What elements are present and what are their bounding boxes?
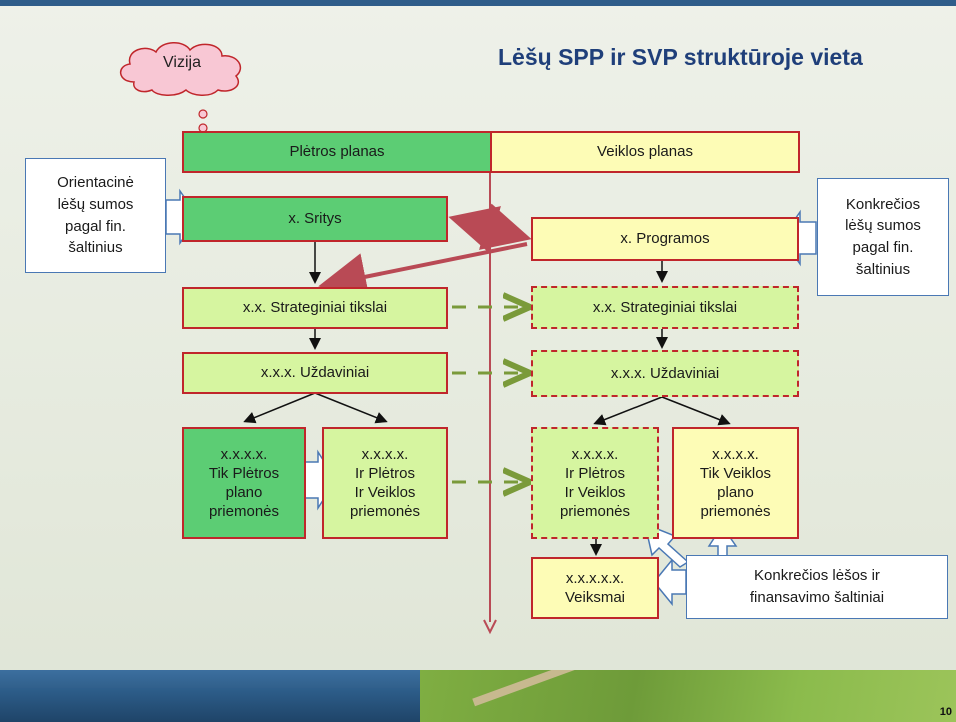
connector-uzdaviniai-ir-pletros-right xyxy=(593,396,663,426)
text-line: Orientacinė xyxy=(57,174,134,191)
text-line: Konkrečios xyxy=(845,195,921,213)
cloud-bubble xyxy=(198,109,208,119)
block-arrow-to-veiksmai xyxy=(653,557,687,607)
text-line: x.x.x.x. xyxy=(712,445,759,463)
text-line: Ir Veiklos xyxy=(564,484,626,501)
vision-cloud: Vizija xyxy=(112,36,252,98)
slide-title: Lėšų SPP ir SVP struktūroje vieta xyxy=(498,44,863,70)
text-line: plano xyxy=(717,484,754,501)
box-ir-pletros-left-text: x.x.x.x. Ir Plėtros Ir Veiklos priemonės xyxy=(350,445,420,522)
box-tik-veiklos-priemones: x.x.x.x. Tik Veiklos plano priemonės xyxy=(672,427,799,539)
text-line: lėšų sumos xyxy=(845,217,921,235)
text-line: Tik Veiklos xyxy=(699,464,772,482)
plan-divider-arrowhead xyxy=(483,619,497,635)
box-uzdaviniai-right-label: x.x.x. Uždaviniai xyxy=(610,364,720,382)
text-line: priemonės xyxy=(559,503,631,521)
callout-konkrecios-lesos: Konkrečios lėšos ir finansavimo šaltinia… xyxy=(686,555,948,619)
footer-field xyxy=(420,670,956,722)
vision-label: Vizija xyxy=(163,54,201,71)
callout-orientacine-text: Orientacinė lėšų sumos pagal fin. šaltin… xyxy=(57,172,134,259)
text-line: x.x.x.x. xyxy=(571,445,619,463)
text-line: priemonės xyxy=(208,503,280,521)
box-uzdaviniai-left: x.x.x. Uždaviniai xyxy=(182,352,448,394)
text-line: lėšų sumos xyxy=(57,195,134,213)
development-plan-label: Plėtros planas xyxy=(289,143,385,161)
text-line: plano xyxy=(225,484,263,501)
text-line: finansavimo šaltiniai xyxy=(749,589,885,606)
box-strateginiai-tikslai-left: x.x. Strateginiai tikslai xyxy=(182,287,448,329)
box-strateginiai-tikslai-left-label: x.x. Strateginiai tikslai xyxy=(242,299,388,317)
activity-plan-header: Veiklos planas xyxy=(490,131,800,173)
development-plan-header: Plėtros planas xyxy=(182,131,492,173)
box-ir-pletros-priemones-right: x.x.x.x. Ir Plėtros Ir Veiklos priemonės xyxy=(531,427,659,539)
box-strateginiai-tikslai-right-label: x.x. Strateginiai tikslai xyxy=(592,298,738,316)
connector-uzdaviniai-ir-pletros xyxy=(314,392,388,424)
text-line: Konkrečios lėšos ir xyxy=(754,567,880,585)
plans-header: Plėtros planas Veiklos planas xyxy=(182,131,800,173)
relation-arrow-programos-tikslai xyxy=(318,242,528,301)
box-ir-pletros-right-text: x.x.x.x. Ir Plėtros Ir Veiklos priemonės xyxy=(560,445,630,522)
box-uzdaviniai-right: x.x.x. Uždaviniai xyxy=(531,350,799,397)
text-line: priemonės xyxy=(700,503,771,521)
text-line: šaltinius xyxy=(855,260,911,278)
text-line: pagal fin. xyxy=(65,217,126,235)
callout-orientacine: Orientacinė lėšų sumos pagal fin. šaltin… xyxy=(25,158,166,273)
text-line: x.x.x.x. xyxy=(361,445,409,463)
cloud-shape xyxy=(120,42,242,96)
text-line: pagal fin. xyxy=(852,239,914,256)
box-strateginiai-tikslai-right: x.x. Strateginiai tikslai xyxy=(531,286,799,329)
footer-water xyxy=(0,688,460,722)
callout-konkrecios-lesos-text: Konkrečios lėšos ir finansavimo šaltinia… xyxy=(750,565,884,609)
slide-top-border xyxy=(0,0,956,6)
text-line: Veiksmai xyxy=(564,589,626,606)
text-line: Ir Veiklos xyxy=(354,484,416,501)
box-ir-pletros-priemones-left: x.x.x.x. Ir Plėtros Ir Veiklos priemonės xyxy=(322,427,448,539)
box-sritys: x. Sritys xyxy=(182,196,448,242)
box-programos-label: x. Programos xyxy=(620,230,710,248)
callout-konkrecios-lesu: Konkrečios lėšų sumos pagal fin. šaltini… xyxy=(817,178,949,296)
page-number: 10 xyxy=(939,706,952,718)
box-veiksmai: x.x.x.x.x. Veiksmai xyxy=(531,557,659,619)
footer-landscape-image: 10 xyxy=(0,670,956,722)
text-line: x.x.x.x.x. xyxy=(565,569,625,587)
box-programos: x. Programos xyxy=(531,217,799,261)
connector-uzdaviniai-tik-pletros xyxy=(243,392,316,424)
box-tik-pletros-text: x.x.x.x. Tik Plėtros plano priemonės xyxy=(209,445,279,522)
text-line: Ir Plėtros xyxy=(564,464,625,482)
box-veiksmai-text: x.x.x.x.x. Veiksmai xyxy=(565,569,625,607)
callout-konkrecios-lesu-text: Konkrečios lėšų sumos pagal fin. šaltini… xyxy=(845,194,921,281)
text-line: x.x.x.x. xyxy=(220,445,268,463)
box-uzdaviniai-left-label: x.x.x. Uždaviniai xyxy=(260,364,370,382)
connector-uzdaviniai-tik-veiklos xyxy=(661,396,731,426)
relation-arrow-sritys-programos xyxy=(448,203,532,253)
box-tik-pletros-priemones: x.x.x.x. Tik Plėtros plano priemonės xyxy=(182,427,306,539)
box-tik-veiklos-text: x.x.x.x. Tik Veiklos plano priemonės xyxy=(700,445,771,522)
box-sritys-label: x. Sritys xyxy=(288,210,342,228)
text-line: Tik Plėtros xyxy=(208,464,280,482)
activity-plan-label: Veiklos planas xyxy=(597,143,693,161)
text-line: priemonės xyxy=(349,503,421,521)
text-line: šaltinius xyxy=(68,239,123,257)
text-line: Ir Plėtros xyxy=(354,464,415,482)
